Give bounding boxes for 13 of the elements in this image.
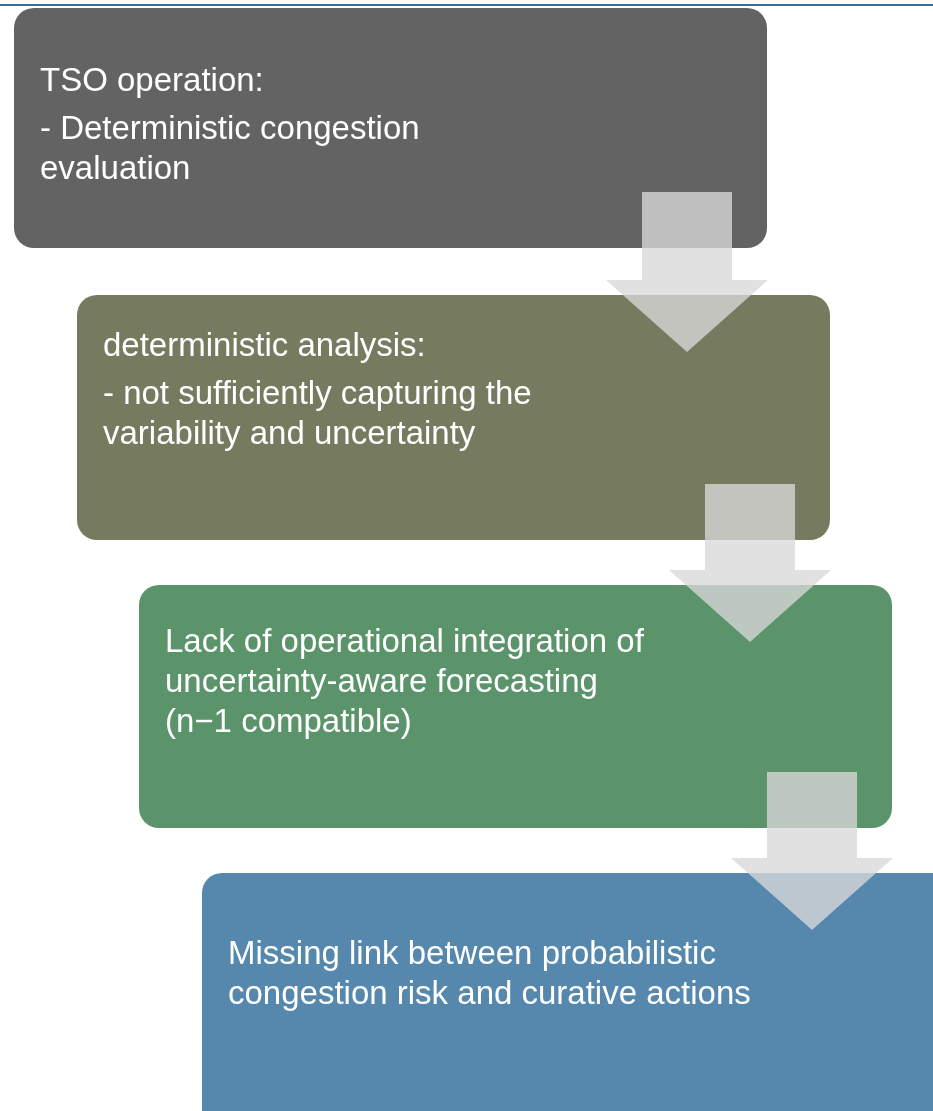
block-arrow: [669, 484, 831, 642]
process-box: [139, 585, 892, 828]
box-text: Missing link between probabilistic congestion risk and curative actions: [228, 933, 752, 1013]
block-arrow: [731, 772, 893, 930]
process-box: [202, 873, 933, 1111]
box-text: - not sufficiently capturing the variability and uncertainty: [103, 373, 533, 453]
process-box: [14, 8, 767, 248]
box-text: TSO operation:: [40, 60, 265, 100]
box-text: Lack of operational integration of uncertainty-aware forecasting (n−1 compatible): [165, 621, 645, 741]
block-arrow: [606, 192, 768, 352]
box-text: deterministic analysis:: [103, 325, 427, 365]
process-box: [77, 295, 830, 540]
box-text: - Deterministic congestion evaluation: [40, 108, 421, 188]
